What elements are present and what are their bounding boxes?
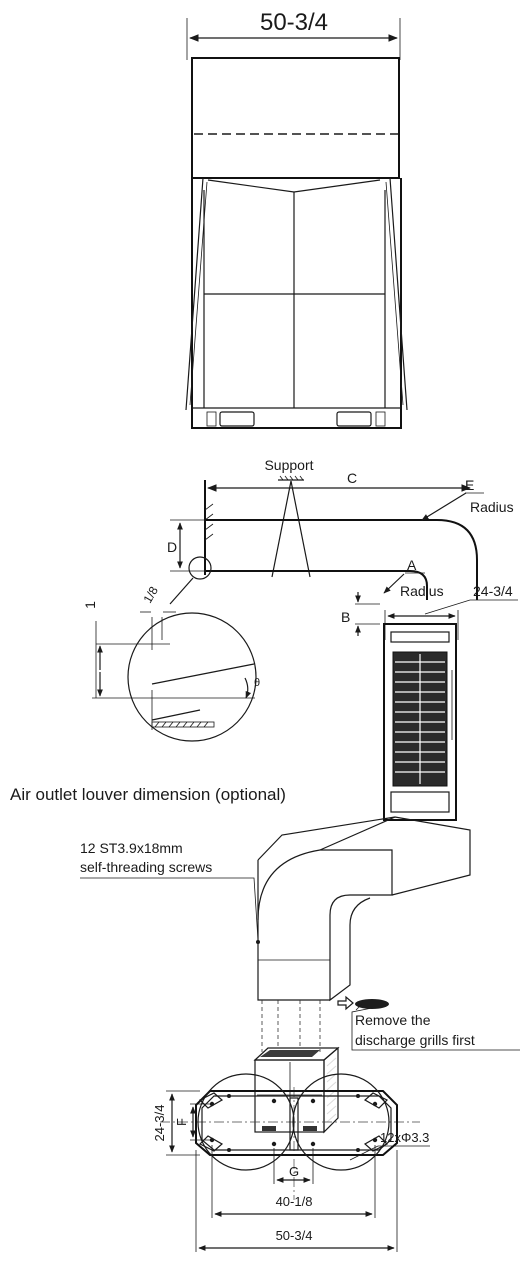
theta-label: θ [254,677,260,689]
side-panel-lines [185,177,408,411]
mounting-hole [227,1148,231,1152]
base-slot-right [336,411,372,427]
small-unit-fan-openings [260,1050,320,1057]
mounting-hole [356,1148,360,1152]
a-radius-label: Radius [400,583,444,599]
holes-leader-diagonal [349,1145,379,1161]
elbow-duct-front [257,860,330,1001]
louver-detail-circle [127,612,257,742]
front-top-bevel [207,179,381,193]
f-label: F [174,1118,189,1126]
louver-caption: Air outlet louver dimension (optional) [10,785,286,804]
detail-leader [169,577,194,605]
mounting-hole [271,1141,277,1147]
mounting-hole [209,1137,215,1143]
support-label: Support [264,457,313,473]
plan-corner-bracket-br [363,1135,389,1152]
support-strut [271,480,311,578]
top-view-unit: 50-3/4 [185,9,408,429]
duct-inner-line [205,570,428,600]
plan-view: 24-3/4 F 12xΦ3.3 G 40-1/8 50-3/4 [152,1073,430,1252]
louver-blade-line [151,663,255,685]
small-unit-foot-left [262,1126,276,1131]
a-label: A [407,557,417,573]
mounting-hole [227,1094,231,1098]
mounting-hole [372,1137,378,1143]
plan-center-rib [289,1097,299,1151]
mounting-hole [271,1098,277,1104]
mounting-hole [209,1101,215,1107]
mounting-hole [372,1101,378,1107]
small-unit-side-louvers [326,1057,337,1123]
plan-inner-frame [201,1095,392,1151]
mounting-drop-lines [261,1000,321,1052]
mounting-holes [209,1094,378,1152]
mounting-hole [356,1094,360,1098]
screws-leader [80,877,259,941]
depth-leader [424,599,471,615]
duct-box [191,57,400,179]
elbow-duct-top [257,816,471,896]
b-label: B [341,609,350,625]
unit-body [191,178,402,429]
remove-label-line1: Remove the [355,1012,431,1028]
duct-depth-label: 24-3/4 [473,583,513,599]
inner-width-label: 40-1/8 [276,1194,313,1209]
elbow-duct-edge [319,816,396,851]
plan-outer-body [195,1090,398,1156]
e-radius-label: Radius [470,499,514,515]
direction-arrow [337,995,354,1011]
duct-section-view: Support C E Radius A Radius 24-3/4 D [10,457,518,821]
small-unit-side [323,1046,339,1134]
small-unit-foot-right [303,1126,317,1131]
detail-height-label: 1 [82,601,98,609]
side-unit-body [383,623,457,821]
install-view: 12 ST3.9x18mm self-threading screws Remo… [80,816,520,1134]
grill-tab [355,1003,363,1011]
louver-slats [395,654,445,784]
theta-arc [244,677,252,699]
base-foot-right [375,411,386,427]
elbow-duct-side [329,897,371,1002]
mounting-hole [310,1141,316,1147]
e-radius-leader [421,492,467,521]
detail-thickness-label: 1/8 [140,584,161,606]
elbow-duct-outline [257,849,393,985]
plan-fan-right [292,1073,390,1171]
d-label: D [167,539,177,555]
outer-width-label: 50-3/4 [276,1228,313,1243]
plan-fan-left [197,1073,295,1171]
side-unit-base [390,791,450,813]
plan-corner-bracket-tl [198,1092,224,1109]
louver-blade-lower [151,709,201,721]
plan-corner-bracket-bl [198,1135,224,1152]
g-label: G [289,1164,299,1179]
screws-label-line1: 12 ST3.9x18mm [80,840,183,856]
remove-label-line2: discharge grills first [355,1032,475,1048]
side-unit-louvers [392,651,448,787]
plan-depth-label: 24-3/4 [152,1105,167,1142]
plan-corner-bracket-tr [363,1092,389,1109]
duct-outer-line [205,519,478,600]
a-radius-leader [383,573,405,594]
base-foot-left [206,411,217,427]
top-width-label: 50-3/4 [260,9,328,36]
e-label: E [465,477,474,493]
detail-base-hatch [154,721,209,728]
wall-hatch [204,503,214,541]
support-hatch [279,475,304,481]
mounting-hole [310,1098,316,1104]
detail-callout-circle [188,556,212,580]
base-slot-left [219,411,255,427]
side-unit-top-panel [390,631,450,643]
c-label: C [347,470,357,486]
discharge-grill-icon [355,999,389,1009]
screws-label-line2: self-threading screws [80,859,212,875]
remove-leader [351,1007,520,1051]
holes-label: 12xΦ3.3 [380,1130,429,1145]
